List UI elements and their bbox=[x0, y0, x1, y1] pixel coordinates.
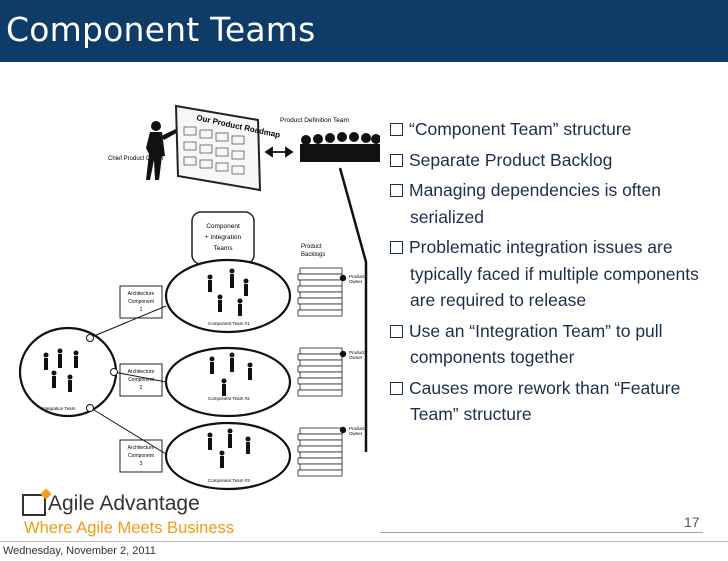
svg-text:Product: Product bbox=[349, 274, 365, 279]
box-line-1: Component bbox=[206, 223, 240, 230]
connector-line bbox=[338, 167, 368, 452]
roadmap-arrow bbox=[264, 146, 294, 158]
bullet-list: “Component Team” structure Separate Prod… bbox=[390, 116, 720, 432]
roadmap-board: Our Product Roadmap bbox=[174, 104, 281, 192]
svg-text:Architecture: Architecture bbox=[128, 369, 155, 375]
team-people bbox=[43, 268, 253, 468]
svg-text:Component: Component bbox=[128, 299, 154, 305]
svg-text:Integration Team: Integration Team bbox=[42, 406, 76, 411]
bullet-text: Managing dependencies is often serialize… bbox=[409, 180, 661, 227]
box-line-2: + Integration bbox=[205, 234, 242, 241]
page-number: 17 bbox=[684, 514, 700, 530]
bullet-item: Use an “Integration Team” to pull compon… bbox=[390, 318, 720, 371]
svg-text:Owner: Owner bbox=[349, 431, 363, 436]
integration-arrows bbox=[86, 305, 167, 455]
integration-teams-box: Component + Integration Teams bbox=[191, 211, 255, 265]
bullet-item: Causes more rework than “Feature Team” s… bbox=[390, 375, 720, 428]
svg-text:Component Team #2: Component Team #2 bbox=[208, 396, 250, 401]
slide-title: Component Teams bbox=[6, 10, 316, 49]
checkbox-icon bbox=[390, 381, 403, 395]
backlog-stack-3 bbox=[297, 427, 343, 477]
bullet-text: Separate Product Backlog bbox=[409, 149, 613, 170]
page-number-rule bbox=[380, 532, 703, 533]
bullet-item: Managing dependencies is often serialize… bbox=[390, 177, 720, 230]
svg-text:Backlogs: Backlogs bbox=[301, 252, 325, 258]
backlog-stack-1 bbox=[297, 267, 343, 317]
checkbox-icon bbox=[390, 324, 403, 338]
chief-owner-text: Chief Product Owner bbox=[108, 156, 164, 162]
svg-text:Component: Component bbox=[128, 377, 154, 383]
svg-text:Owner: Owner bbox=[349, 279, 363, 284]
svg-text:2: 2 bbox=[140, 385, 143, 391]
svg-text:Architecture: Architecture bbox=[128, 445, 155, 451]
checkbox-icon bbox=[390, 123, 403, 136]
bullet-text: Problematic integration issues are typic… bbox=[409, 237, 699, 310]
checkbox-icon bbox=[390, 153, 403, 167]
svg-text:Product: Product bbox=[301, 244, 322, 250]
svg-text:Product: Product bbox=[349, 426, 365, 431]
logo-mark-icon bbox=[22, 494, 46, 516]
bullet-item: Problematic integration issues are typic… bbox=[390, 234, 720, 314]
bullet-text: “Component Team” structure bbox=[409, 119, 632, 139]
definition-team-label: Product Definition Team bbox=[280, 117, 349, 124]
definition-team-silhouettes bbox=[300, 132, 380, 162]
svg-text:Owner: Owner bbox=[349, 355, 363, 360]
svg-text:1: 1 bbox=[140, 307, 143, 313]
checkbox-icon bbox=[390, 184, 403, 197]
svg-text:Architecture: Architecture bbox=[128, 291, 155, 297]
arch-boxes: Architecture Component 1 Architecture Co… bbox=[119, 285, 163, 473]
backlog-stack-2 bbox=[297, 347, 343, 397]
svg-text:Product: Product bbox=[349, 350, 365, 355]
agile-advantage-logo: Agile Advantage Where Agile Meets Busine… bbox=[14, 492, 246, 542]
svg-text:Component: Component bbox=[128, 453, 154, 459]
svg-text:Component Team #3: Component Team #3 bbox=[208, 478, 250, 483]
chief-figure bbox=[146, 121, 180, 180]
svg-text:Component Team #1: Component Team #1 bbox=[208, 321, 250, 326]
component-teams-diagram: Chief Product Owner Our Product Roadmap bbox=[18, 104, 380, 491]
title-bar: Component Teams bbox=[0, 0, 728, 62]
logo-tagline: Where Agile Meets Business bbox=[24, 519, 235, 537]
logo-name: Agile Advantage bbox=[48, 492, 200, 515]
footer-date: Wednesday, November 2, 2011 bbox=[0, 541, 728, 560]
component-team-ellipses bbox=[18, 258, 292, 491]
box-line-3: Teams bbox=[213, 245, 233, 252]
bullet-text: Use an “Integration Team” to pull compon… bbox=[409, 320, 663, 368]
team-labels: Component Team #1 Component Team #2 Comp… bbox=[42, 321, 250, 483]
bullet-text: Causes more rework than “Feature Team” s… bbox=[409, 377, 681, 425]
product-backlogs-label: Product Backlogs bbox=[301, 244, 325, 258]
bullet-item: “Component Team” structure bbox=[390, 116, 720, 143]
svg-text:3: 3 bbox=[140, 461, 143, 467]
bullet-item: Separate Product Backlog bbox=[390, 147, 720, 174]
checkbox-icon bbox=[390, 241, 403, 254]
chief-product-owner-label: Chief Product Owner bbox=[108, 156, 164, 162]
